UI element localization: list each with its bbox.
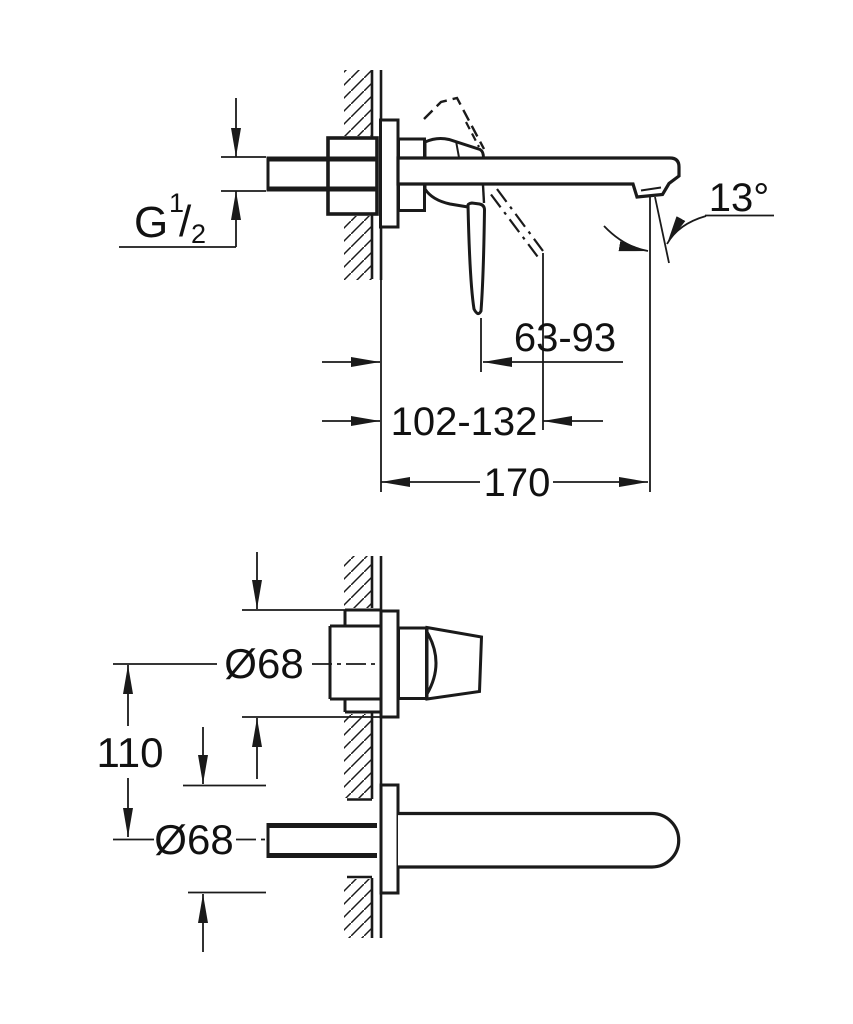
spout-escutcheon-diameter-label: Ø68	[154, 816, 233, 863]
escutcheon-plate-side	[379, 118, 400, 229]
lever-cap	[423, 136, 486, 160]
body-collar-upper	[397, 137, 426, 160]
lever-hub-edge	[481, 184, 486, 204]
spout-length-dim: 170	[484, 461, 551, 505]
front-view: Ø68 110 Ø68	[97, 552, 681, 952]
body-collar-lower	[397, 182, 426, 212]
box-tube-lines	[328, 624, 381, 701]
outlet-projection-dim: 102-132	[391, 400, 538, 444]
spout-angle-label: 13°	[709, 176, 770, 220]
wall-hatch-band-1	[344, 556, 372, 608]
handle-stem	[397, 626, 428, 700]
tilted-stream-line	[654, 196, 670, 264]
thread-size-label: G	[134, 198, 168, 247]
thread-size-slash: /	[179, 197, 192, 246]
wall-hatch-lower	[344, 216, 372, 280]
handle-knob-dome-arc	[425, 631, 438, 695]
pipe-extension-lines	[221, 156, 266, 192]
box-flange-lines	[343, 608, 381, 714]
lever-blade	[466, 201, 487, 316]
wall-hatch-band-3	[344, 879, 372, 938]
handle-lever	[423, 96, 544, 316]
axis-distance-dim: 110	[97, 729, 164, 776]
lever-open-dashdot-1	[496, 188, 544, 252]
angle-annotation: 13°	[603, 176, 774, 492]
mixer-body	[266, 136, 379, 216]
angle-arc-right	[666, 215, 707, 245]
spout-tube-front	[398, 811, 681, 869]
wall-opening-lines	[347, 798, 372, 879]
aerator-slot	[640, 186, 662, 192]
spout-side	[396, 137, 681, 212]
wall-section	[344, 70, 383, 492]
wall-hatch-band-2	[344, 714, 372, 798]
handle-escutcheon-plate	[379, 609, 400, 719]
vertical-dimensions: Ø68 110 Ø68	[97, 552, 381, 952]
supply-pipe-walls	[267, 156, 377, 192]
concealed-box	[266, 608, 381, 879]
wall-section-front	[344, 556, 383, 938]
spout-outline	[396, 156, 681, 199]
lever-raised-dashed-inner	[465, 121, 480, 148]
angle-arc-left	[603, 225, 649, 252]
thread-size-sub: 2	[191, 219, 206, 249]
spout-escutcheon-plate	[379, 783, 400, 895]
handle-assembly-front	[379, 609, 484, 719]
thread-dimension: G 1 / 2	[119, 98, 266, 249]
side-view: 13° G 1 / 2 63-93 102-132 170	[119, 70, 774, 505]
wall-hatch-upper	[344, 70, 372, 136]
spout-assembly-front	[379, 783, 681, 895]
lever-hub	[423, 184, 469, 209]
lever-open-dashdot-2	[490, 193, 539, 258]
lever-cap-notch	[455, 140, 460, 158]
thread-size-sup: 1	[169, 188, 184, 218]
handle-escutcheon-diameter-label: Ø68	[224, 640, 303, 687]
horizontal-dimensions: 63-93 102-132 170	[322, 253, 648, 505]
handle-projection-dim: 63-93	[514, 316, 616, 360]
concealed-body-block	[326, 136, 379, 216]
spout-supply-pipe-walls	[267, 823, 377, 858]
